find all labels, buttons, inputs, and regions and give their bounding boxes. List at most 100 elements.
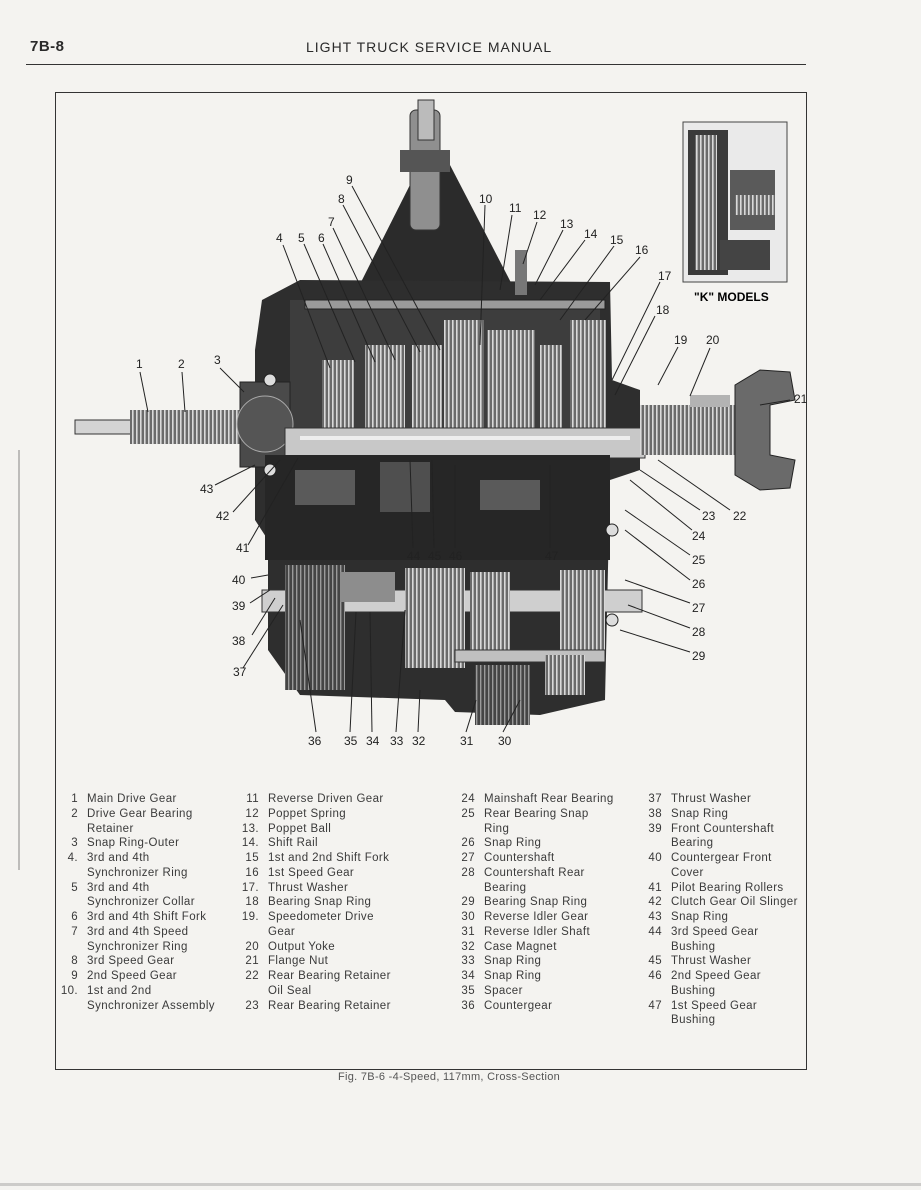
- legend-item-label: Reverse Idler Shaft: [484, 925, 591, 938]
- legend-item-label: 3rd and 4th Synchronizer Ring: [87, 852, 188, 879]
- legend-item-number: 46: [648, 970, 662, 982]
- callout-19: 19: [674, 333, 688, 347]
- callout-24: 24: [692, 529, 706, 543]
- legend-item-number: 9: [71, 970, 78, 982]
- callout-27: 27: [692, 601, 706, 615]
- callout-43: 43: [200, 482, 214, 496]
- callout-7: 7: [328, 215, 335, 229]
- legend-item-label: Output Yoke: [268, 940, 336, 953]
- legend-item-label: Snap Ring: [671, 807, 729, 820]
- legend-item-label: 3rd Speed Gear Bushing: [671, 925, 759, 953]
- header-rule: [26, 64, 806, 65]
- legend-item: 31 Reverse Idler Shaft: [453, 925, 614, 940]
- callout-12: 12: [533, 208, 547, 222]
- legend-item-label: Reverse Driven Gear: [268, 793, 384, 805]
- legend-item-number: 27: [461, 852, 475, 864]
- legend-item-number: 47: [648, 999, 662, 1012]
- callout-14: 14: [584, 227, 598, 241]
- legend-item-number: 24: [461, 793, 475, 805]
- legend-item-number: 44: [648, 925, 662, 938]
- callout-39: 39: [232, 599, 246, 613]
- legend-item-label: Countergear: [484, 999, 553, 1012]
- callout-35: 35: [344, 734, 358, 748]
- callout-32: 32: [412, 734, 426, 748]
- legend-item-number: 13.: [241, 822, 259, 835]
- legend-item-label: 3rd Speed Gear: [87, 955, 175, 968]
- running-title: LIGHT TRUCK SERVICE MANUAL: [306, 39, 553, 55]
- legend-item-number: 29: [461, 896, 475, 909]
- legend-item-number: 35: [461, 984, 475, 997]
- legend-item-number: 30: [461, 911, 475, 923]
- callout-2: 2: [178, 357, 185, 371]
- callout-13: 13: [560, 217, 574, 231]
- legend-item-label: 2nd Speed Gear Bushing: [671, 970, 761, 997]
- callout-34: 34: [366, 734, 380, 748]
- legend-item-number: 11: [246, 793, 259, 805]
- legend-item-number: 42: [648, 896, 662, 909]
- callout-41: 41: [236, 541, 250, 555]
- callout-25: 25: [692, 553, 706, 567]
- legend-item: 4. 3rd and 4th Synchronizer Ring: [56, 851, 217, 881]
- legend-item-number: 32: [461, 940, 475, 953]
- legend-item-label: 3rd and 4th Shift Fork: [87, 911, 207, 923]
- callout-42: 42: [216, 509, 230, 523]
- page-number: 7B-8: [30, 38, 65, 55]
- legend-item-label: Bearing Snap Ring: [268, 896, 372, 909]
- legend-item-label: Shift Rail: [268, 837, 319, 850]
- legend-item-label: Snap Ring: [484, 837, 542, 850]
- legend-item-number: 20: [245, 940, 259, 953]
- legend-item-label: Case Magnet: [484, 940, 557, 953]
- legend-item: 17.Thrust Washer: [237, 881, 398, 896]
- legend-item-label: Main Drive Gear: [87, 793, 177, 805]
- callout-36: 36: [308, 734, 322, 748]
- legend-item-label: Reverse Idler Gear: [484, 911, 589, 923]
- legend-item-number: 21: [245, 955, 259, 968]
- legend-item-label: Rear Bearing Snap Ring: [484, 807, 589, 835]
- legend-item-number: 43: [648, 911, 662, 923]
- legend-item-number: 7: [71, 925, 78, 938]
- callout-47: 47: [545, 549, 559, 563]
- legend-item: 10.1st and 2nd Synchronizer Assembly: [56, 984, 217, 1014]
- legend-item-number: 40: [648, 852, 662, 864]
- legend-item-number: 41: [648, 881, 662, 894]
- callout-8: 8: [338, 192, 345, 206]
- inset-label: "K" MODELS: [694, 290, 769, 304]
- callout-28: 28: [692, 625, 706, 639]
- callout-29: 29: [692, 649, 706, 663]
- callout-18: 18: [656, 303, 670, 317]
- legend-item-number: 16: [245, 866, 259, 879]
- callout-20: 20: [706, 333, 720, 347]
- legend-item-label: Thrust Washer: [671, 955, 752, 968]
- legend-item: 40 Countergear Front Cover: [640, 851, 801, 881]
- legend-item-number: 37: [648, 793, 662, 805]
- legend-item-label: Poppet Spring: [268, 807, 347, 820]
- legend-item-label: Countergear Front Cover: [671, 852, 772, 879]
- legend-item-label: Countershaft Rear Bearing: [484, 866, 585, 894]
- callout-30: 30: [498, 734, 512, 748]
- legend-item-label: Snap Ring: [484, 955, 542, 968]
- callout-21: 21: [794, 392, 808, 406]
- legend-item-number: 4.: [67, 852, 78, 864]
- legend-item-number: 28: [461, 866, 475, 879]
- callout-38: 38: [232, 634, 246, 648]
- legend-item-number: 34: [461, 970, 475, 982]
- legend-item-number: 10.: [60, 984, 78, 997]
- legend-item-number: 31: [461, 925, 475, 938]
